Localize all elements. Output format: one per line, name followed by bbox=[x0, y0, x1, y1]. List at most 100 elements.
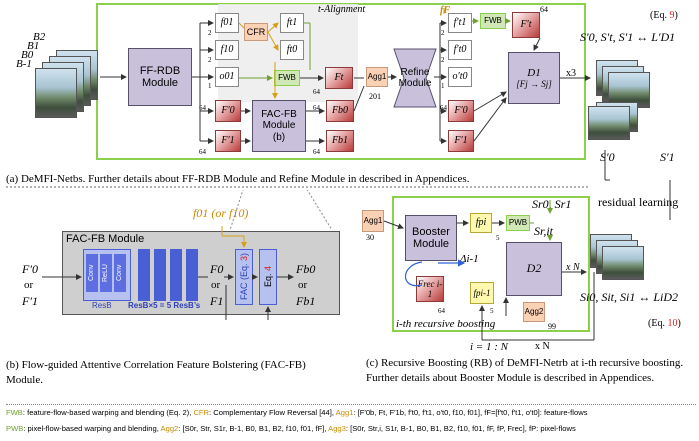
F0p-box: F′0 bbox=[215, 100, 241, 122]
Fb1-box: Fb1 bbox=[326, 130, 354, 152]
fpi-label: fpi bbox=[475, 217, 487, 229]
c-xN2: x N bbox=[566, 262, 580, 273]
pwb-box: PWB bbox=[506, 215, 530, 231]
c-S-mid: Sr,it bbox=[534, 224, 554, 238]
caption-c: (c) Recursive Boosting (RB) of DeMFI-Net… bbox=[366, 357, 684, 384]
ch-64d: 64 bbox=[313, 104, 320, 112]
caption-b: (b) Flow-guided Attentive Correlation Fe… bbox=[6, 359, 306, 386]
eq9-num: 9 bbox=[669, 10, 675, 21]
Ft-box: Ft bbox=[325, 67, 353, 89]
resbs-label: ResB×5 = 5 ResB’s bbox=[128, 301, 201, 310]
b-in-bot: F′1 bbox=[22, 294, 38, 308]
fpt0-box: f′t0 bbox=[448, 40, 472, 60]
facfb-title: FAC-FB Module bbox=[261, 109, 297, 132]
eq10-ref: (Eq. 10) bbox=[648, 318, 681, 329]
c-xN: x N bbox=[535, 341, 550, 352]
fwb2-box: FWB bbox=[480, 13, 506, 29]
ff-rdb-label: FF-RDB Module bbox=[139, 64, 181, 89]
c-n5a: 5 bbox=[496, 234, 500, 242]
panel-b-arrows bbox=[42, 190, 333, 320]
c-agg1-label: Agg1 bbox=[363, 215, 383, 225]
legend-cfr-desc: : Complementary Flow Reversal [44], bbox=[209, 408, 334, 417]
legend-agg3: Agg3 bbox=[328, 424, 346, 433]
refine-label: Refine Module bbox=[392, 62, 438, 94]
c-i-range: i = 1 : N bbox=[470, 341, 508, 353]
t-alignment-label: t-Alignment bbox=[318, 4, 366, 15]
Fb0-box: Fb0 bbox=[326, 100, 354, 122]
Frec-label: Frec i-1 bbox=[417, 278, 443, 299]
F0p-label: F′0 bbox=[221, 105, 235, 117]
ch-64c: 64 bbox=[313, 88, 320, 96]
legend-fp: fP bbox=[528, 424, 537, 433]
ch-1b: 1 bbox=[441, 82, 445, 90]
ch-64b: 64 bbox=[199, 148, 206, 156]
resb-bar-2 bbox=[154, 249, 166, 301]
resb-bar-3 bbox=[170, 249, 182, 301]
legend-agg2: Agg2 bbox=[160, 424, 179, 433]
c-agg1: Agg1 bbox=[362, 210, 384, 232]
legend-fwb: FWB bbox=[6, 408, 23, 417]
b-or1: or bbox=[24, 279, 34, 291]
legend-divider bbox=[6, 404, 696, 405]
dotted-divider bbox=[6, 186, 590, 188]
legend-line-1: FWB: feature-flow-based warping and blen… bbox=[6, 408, 588, 417]
eq10-close: ) bbox=[677, 318, 681, 329]
fpt1-box: f′t1 bbox=[448, 13, 472, 33]
b-F0: F0 bbox=[210, 262, 224, 276]
c-n99: 99 bbox=[548, 322, 556, 331]
ch-1a: 1 bbox=[208, 82, 212, 90]
eq10-open: (Eq. bbox=[648, 318, 668, 329]
D1-label: D1 bbox=[527, 66, 541, 79]
Fpt-box: F′0 bbox=[448, 100, 474, 122]
ch-2b: 2 bbox=[208, 56, 212, 64]
legend-ff-desc: : feature-flows bbox=[539, 408, 588, 417]
eq9-close: ) bbox=[674, 10, 678, 21]
c-out-eq: Si0, Sit, Si1 ↔ LiD2 bbox=[580, 290, 679, 304]
Fb0-label: Fb0 bbox=[331, 105, 349, 117]
caption-a: (a) DeMFI-Netbs. Further details about F… bbox=[6, 173, 470, 185]
fpi-box: fpi bbox=[470, 213, 492, 233]
facfb-frame-title: FAC-FB Module bbox=[66, 233, 145, 245]
c-agg2: Agg2 bbox=[523, 302, 545, 322]
c-s1-mid: S′1 bbox=[660, 150, 675, 164]
D1-block: D1 [Fj → Sj] bbox=[508, 52, 560, 104]
b-out-bot: Fb1 bbox=[296, 294, 316, 308]
f01-box: f01 bbox=[215, 13, 239, 33]
Ft-label: Ft bbox=[334, 72, 344, 84]
f10-box: f10 bbox=[215, 40, 239, 60]
legend-agg3-desc: : [S0r, Str,i, S1r, B-1, B0, B1, B2, f10… bbox=[345, 424, 527, 433]
fpt0-label: f′t0 bbox=[453, 44, 467, 56]
input-B2: B2 bbox=[33, 31, 46, 43]
Fp1-box: F′1 bbox=[448, 130, 474, 152]
facfb-sub: (b) bbox=[272, 131, 286, 143]
legend-pwb-desc: : pixel-flow-based warping and blending, bbox=[23, 424, 159, 433]
Fpt-label: F′t bbox=[520, 19, 532, 31]
b-or3: or bbox=[298, 279, 308, 291]
x3-label: x3 bbox=[566, 68, 576, 79]
f01-label: f01 bbox=[220, 17, 234, 29]
ch-2c: 2 bbox=[441, 29, 445, 37]
ch-2d: 2 bbox=[441, 56, 445, 64]
ch-64-top: 64 bbox=[540, 5, 548, 14]
ch-64a: 64 bbox=[199, 104, 206, 112]
c-S-top: Sr0, Sr1 bbox=[532, 197, 572, 211]
b-or2: or bbox=[211, 279, 221, 291]
booster-module: Booster Module bbox=[405, 215, 457, 261]
booster-label: Booster Module bbox=[412, 225, 450, 250]
fpi1-box: fpi-1 bbox=[470, 282, 494, 304]
fF-label: fF bbox=[440, 5, 450, 16]
refine-text: Refine Module bbox=[398, 66, 432, 89]
c-agg2-label: Agg2 bbox=[524, 306, 544, 316]
b-out-top: Fb0 bbox=[296, 262, 316, 276]
opt0-box: o′t0 bbox=[448, 67, 472, 87]
cfr-box: CFR bbox=[244, 23, 268, 41]
c-n5b: 5 bbox=[490, 307, 494, 315]
ft1-box: ft1 bbox=[280, 13, 304, 33]
Fb1-label: Fb1 bbox=[331, 135, 349, 147]
facfb-module: FAC-FB Module (b) bbox=[252, 100, 306, 152]
legend-agg1: Agg1 bbox=[335, 408, 354, 417]
out-eq-a: S′0, S′t, S′1 ↔ L′D1 bbox=[580, 30, 676, 44]
c-s0-mid: S′0 bbox=[600, 150, 615, 164]
eq10-num: 10 bbox=[667, 318, 678, 329]
legend-ff: fF=[f′t0, f′t1, o′t0] bbox=[484, 408, 540, 417]
